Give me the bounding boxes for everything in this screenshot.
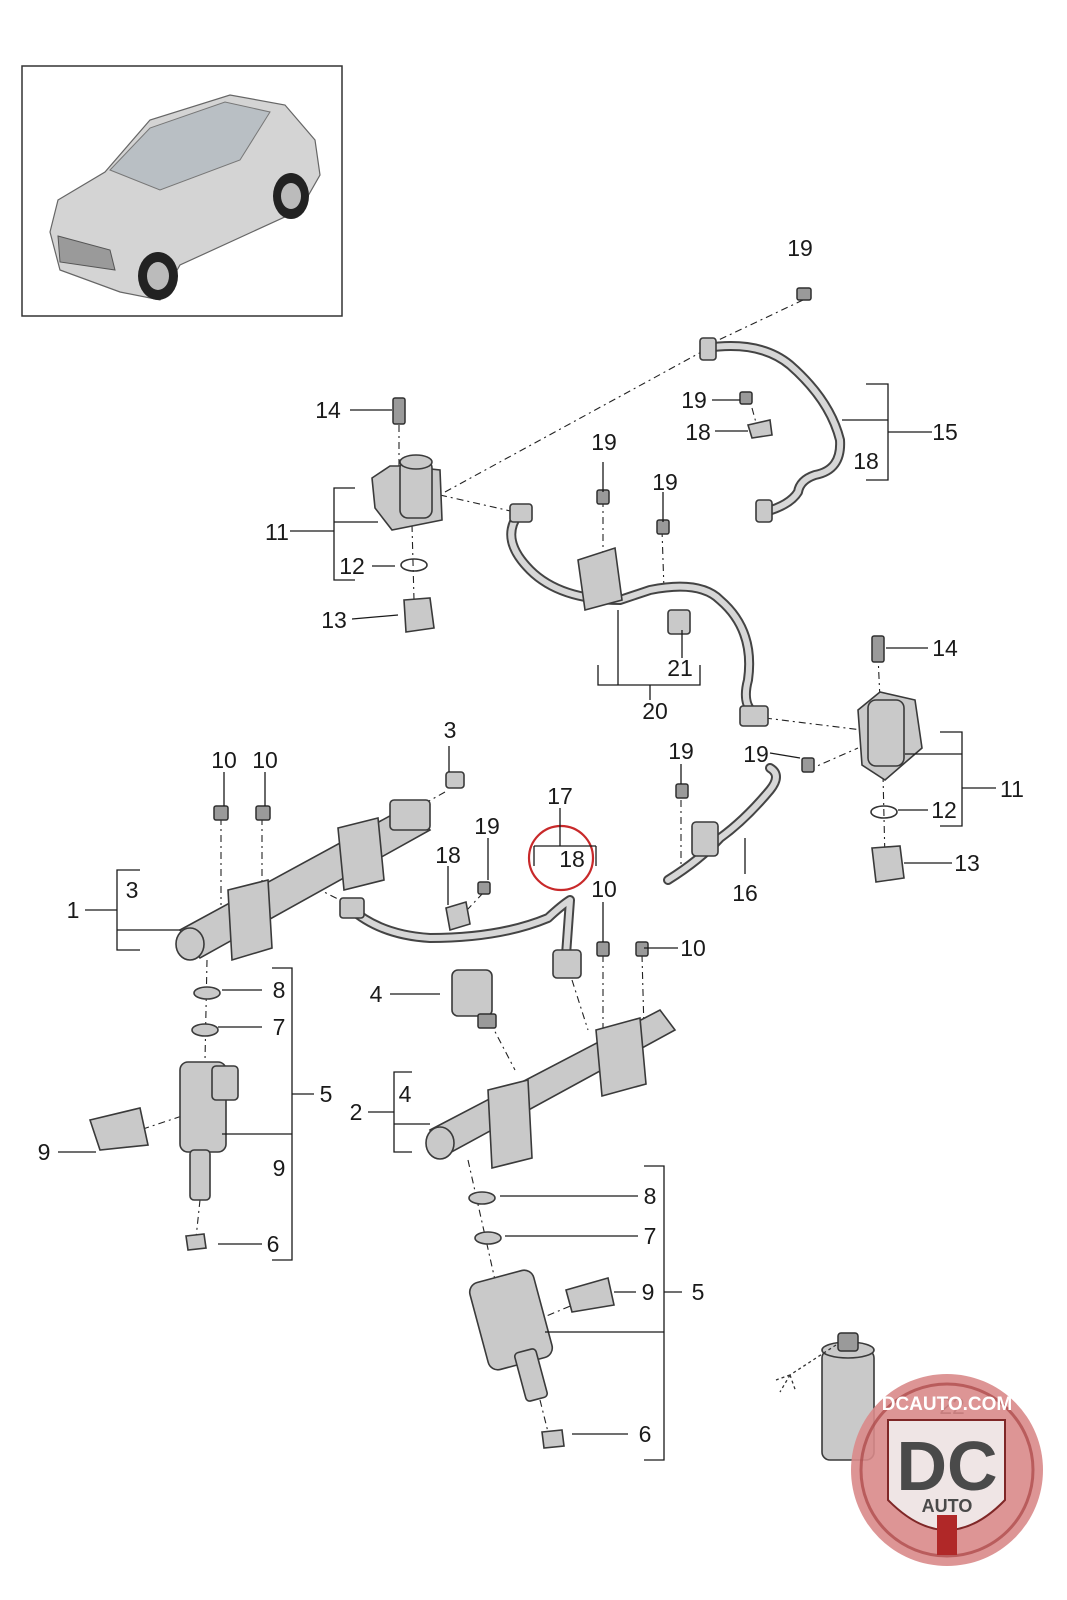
callout-8: 8 <box>644 1183 657 1209</box>
callout-5: 5 <box>320 1081 333 1107</box>
callout-14: 14 <box>932 635 958 661</box>
callout-6: 6 <box>267 1231 280 1257</box>
fuel-line-20 <box>506 489 769 727</box>
callout-20: 20 <box>642 698 668 724</box>
callout-15: 15 <box>932 419 958 445</box>
assembly-lines <box>109 299 886 1441</box>
highlight-circle <box>527 824 595 892</box>
callout-9: 9 <box>38 1139 51 1165</box>
injector-left-5 <box>88 986 239 1251</box>
watermark-site: DCAUTO.COM <box>882 1394 1013 1415</box>
bolt-19 <box>739 391 753 405</box>
callout-12: 12 <box>339 553 365 579</box>
callout-10: 10 <box>680 935 706 961</box>
callout-19: 19 <box>591 429 617 455</box>
callout-12: 12 <box>931 797 957 823</box>
leader-lines <box>58 383 996 1461</box>
callout-21: 21 <box>667 655 693 681</box>
callout-4: 4 <box>370 981 383 1007</box>
callout-labels: 19 14 19 18 15 18 19 19 11 12 13 21 20 1… <box>38 235 1024 1447</box>
callout-13: 13 <box>954 850 980 876</box>
vehicle-thumbnail <box>21 65 343 317</box>
watermark-letters: DC <box>896 1427 997 1505</box>
high-pressure-pump-11 <box>371 397 443 633</box>
callout-2: 2 <box>350 1099 363 1125</box>
callout-7: 7 <box>644 1223 657 1249</box>
bracket-18 <box>746 419 773 439</box>
callout-10: 10 <box>591 876 617 902</box>
callout-9: 9 <box>273 1155 286 1181</box>
callout-16: 16 <box>732 880 758 906</box>
callout-18: 18 <box>853 448 879 474</box>
callout-11: 11 <box>1000 776 1024 802</box>
callout-19: 19 <box>743 741 769 767</box>
callout-18: 18 <box>559 846 585 872</box>
callout-3: 3 <box>444 717 457 743</box>
callout-6: 6 <box>639 1421 652 1447</box>
callout-18: 18 <box>685 419 711 445</box>
callout-19: 19 <box>681 387 707 413</box>
callout-19: 19 <box>474 813 500 839</box>
callout-18: 18 <box>435 842 461 868</box>
fuel-rail-4 <box>425 941 677 1170</box>
callout-10: 10 <box>211 747 237 773</box>
callout-3: 3 <box>126 877 139 903</box>
high-pressure-line-15 <box>699 337 846 523</box>
watermark-word: AUTO <box>922 1496 973 1516</box>
callout-19: 19 <box>787 235 813 261</box>
bolt-19 <box>796 287 812 301</box>
callout-19: 19 <box>652 469 678 495</box>
callout-10: 10 <box>252 747 278 773</box>
callout-9: 9 <box>642 1279 655 1305</box>
callout-19: 19 <box>668 738 694 764</box>
callout-8: 8 <box>273 977 286 1003</box>
dc-auto-watermark: DCAUTO.COM DC AUTO <box>851 1374 1043 1566</box>
pressure-sensor-4 <box>451 969 497 1029</box>
connecting-line-17 <box>339 881 582 979</box>
callout-7: 7 <box>273 1014 286 1040</box>
callout-13: 13 <box>321 607 347 633</box>
callout-17: 17 <box>547 783 573 809</box>
callout-1: 1 <box>67 897 80 923</box>
injector-right-5 <box>468 1191 615 1449</box>
callout-11: 11 <box>265 519 289 545</box>
fuel-rail-3 <box>175 771 465 962</box>
pressure-line-16 <box>663 757 815 885</box>
callout-4: 4 <box>399 1081 412 1107</box>
callout-5: 5 <box>692 1279 705 1305</box>
high-pressure-pump-11 <box>857 635 923 883</box>
callout-14: 14 <box>315 397 341 423</box>
